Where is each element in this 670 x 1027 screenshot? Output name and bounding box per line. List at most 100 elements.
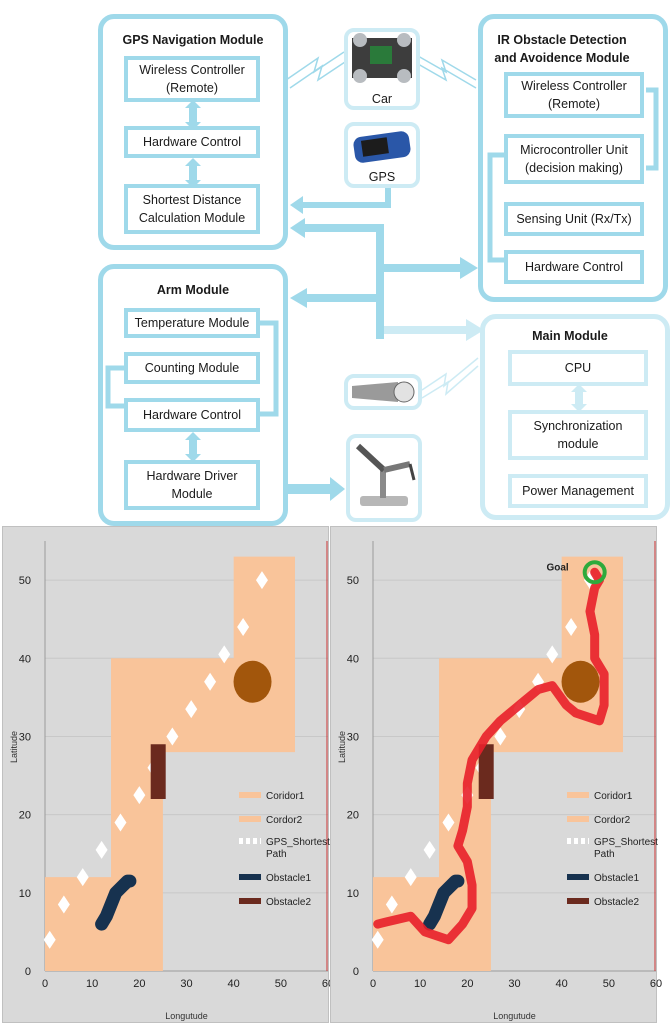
gps-path-point <box>385 895 398 914</box>
legend-label: Cordor2 <box>594 815 631 826</box>
gps-path-point <box>565 618 578 636</box>
x-axis-label: Longutude <box>165 1011 208 1021</box>
gps-label: GPS <box>368 170 396 184</box>
y-tick-label: 50 <box>19 575 31 587</box>
robot-path-line <box>373 567 609 945</box>
gps-path-point <box>166 727 179 746</box>
driver-to-arm-arrow <box>270 477 345 501</box>
y-tick-label: 10 <box>19 888 31 900</box>
car-label: Car <box>371 92 393 106</box>
sensing-unit-box: Sensing Unit (Rx/Tx) <box>504 202 644 236</box>
gps-path-point <box>76 868 89 887</box>
round-obstacle <box>561 660 600 703</box>
gps-to-shortest-connector <box>300 188 391 208</box>
gps-path-point <box>494 727 507 746</box>
counting-module-box: Counting Module <box>124 352 260 384</box>
gps-hardware-control-box: Hardware Control <box>124 126 260 158</box>
gps-path-point <box>95 840 108 859</box>
goal-label: Goal <box>546 562 568 573</box>
y-tick-label: 10 <box>347 888 359 900</box>
hardware-driver-box: Hardware Driver Module <box>124 460 260 510</box>
gps-picture: GPS <box>344 122 420 188</box>
y-tick-label: 40 <box>347 653 359 665</box>
x-tick-label: 60 <box>650 978 662 990</box>
main-module-title: Main Module <box>532 329 608 343</box>
x-tick-label: 40 <box>556 978 568 990</box>
y-tick-label: 20 <box>347 810 359 822</box>
legend-label: Cordor2 <box>266 815 303 826</box>
gps-path-point <box>218 645 231 664</box>
ir-hardware-control-box: Hardware Control <box>504 250 644 284</box>
gps-path-point <box>423 840 436 859</box>
x-tick-label: 30 <box>180 978 192 990</box>
goal-circle <box>582 560 607 585</box>
gps-path-point <box>43 930 56 949</box>
obstacle1-mark <box>95 874 137 931</box>
sensor-picture <box>344 374 422 410</box>
x-tick-label: 50 <box>603 978 615 990</box>
x-tick-label: 10 <box>86 978 98 990</box>
sensor-icon <box>352 381 415 403</box>
x-tick-label: 30 <box>508 978 520 990</box>
wireless-link-left <box>285 51 345 81</box>
gps-path-point <box>185 700 198 719</box>
round-obstacle <box>233 660 272 703</box>
wireless-link-right <box>417 55 477 81</box>
robot-arm-picture <box>346 434 422 522</box>
gps-path-point <box>204 672 217 691</box>
corridor-area <box>45 556 295 971</box>
robot-arm-icon <box>355 443 416 506</box>
legend-label: Coridor1 <box>594 791 633 802</box>
x-tick-label: 0 <box>370 978 376 990</box>
synchronization-box: Synchronization module <box>508 410 648 460</box>
wireless-link-main <box>421 357 479 391</box>
ir-wireless-controller-box: Wireless Controller (Remote) <box>504 72 644 118</box>
legend-label: Obstacle2 <box>266 897 311 908</box>
gps-module-title: GPS Navigation Module <box>122 33 264 47</box>
gps-device-icon <box>353 131 411 163</box>
x-tick-label: 0 <box>42 978 48 990</box>
ir-internal-connectors <box>487 87 659 263</box>
arm-module-title: Arm Module <box>156 283 230 297</box>
y-tick-label: 30 <box>19 731 31 743</box>
gps-path-point <box>237 618 250 636</box>
y-tick-label: 0 <box>25 966 31 978</box>
arm-internal-connectors <box>105 320 279 462</box>
y-tick-label: 40 <box>19 653 31 665</box>
gps-internal-arrows <box>185 100 201 188</box>
x-axis-label: Longutude <box>493 1011 536 1021</box>
y-tick-label: 0 <box>353 966 359 978</box>
x-tick-label: 40 <box>228 978 240 990</box>
y-axis-label: Latitude <box>337 731 347 763</box>
legend-label: Obstacle1 <box>266 873 311 884</box>
y-axis-label: Latitude <box>9 731 19 763</box>
shortest-distance-box: Shortest Distance Calculation Module <box>124 184 260 234</box>
gps-path-point <box>255 571 268 590</box>
ir-module-title: IR Obstacle Detection and Avoidence Modu… <box>494 33 630 65</box>
gps-path-point <box>404 868 417 887</box>
architecture-connectors <box>270 51 484 501</box>
legend-label: Obstacle2 <box>594 897 639 908</box>
corridor-area <box>373 556 623 971</box>
gps-wireless-controller-box: Wireless Controller (Remote) <box>124 56 260 102</box>
car-icon <box>352 33 412 83</box>
central-bus <box>290 218 484 341</box>
x-tick-label: 50 <box>275 978 287 990</box>
x-tick-label: 10 <box>414 978 426 990</box>
x-tick-label: 20 <box>133 978 145 990</box>
main-internal-arrow <box>571 384 587 412</box>
power-management-box: Power Management <box>508 474 648 508</box>
y-tick-label: 50 <box>347 575 359 587</box>
car-picture: Car <box>344 28 420 110</box>
legend-label: Coridor1 <box>266 791 305 802</box>
x-tick-label: 20 <box>461 978 473 990</box>
gps-path-point <box>133 786 146 805</box>
arm-hardware-control-box: Hardware Control <box>124 398 260 432</box>
temperature-module-box: Temperature Module <box>124 308 260 338</box>
legend-label: Obstacle1 <box>594 873 639 884</box>
